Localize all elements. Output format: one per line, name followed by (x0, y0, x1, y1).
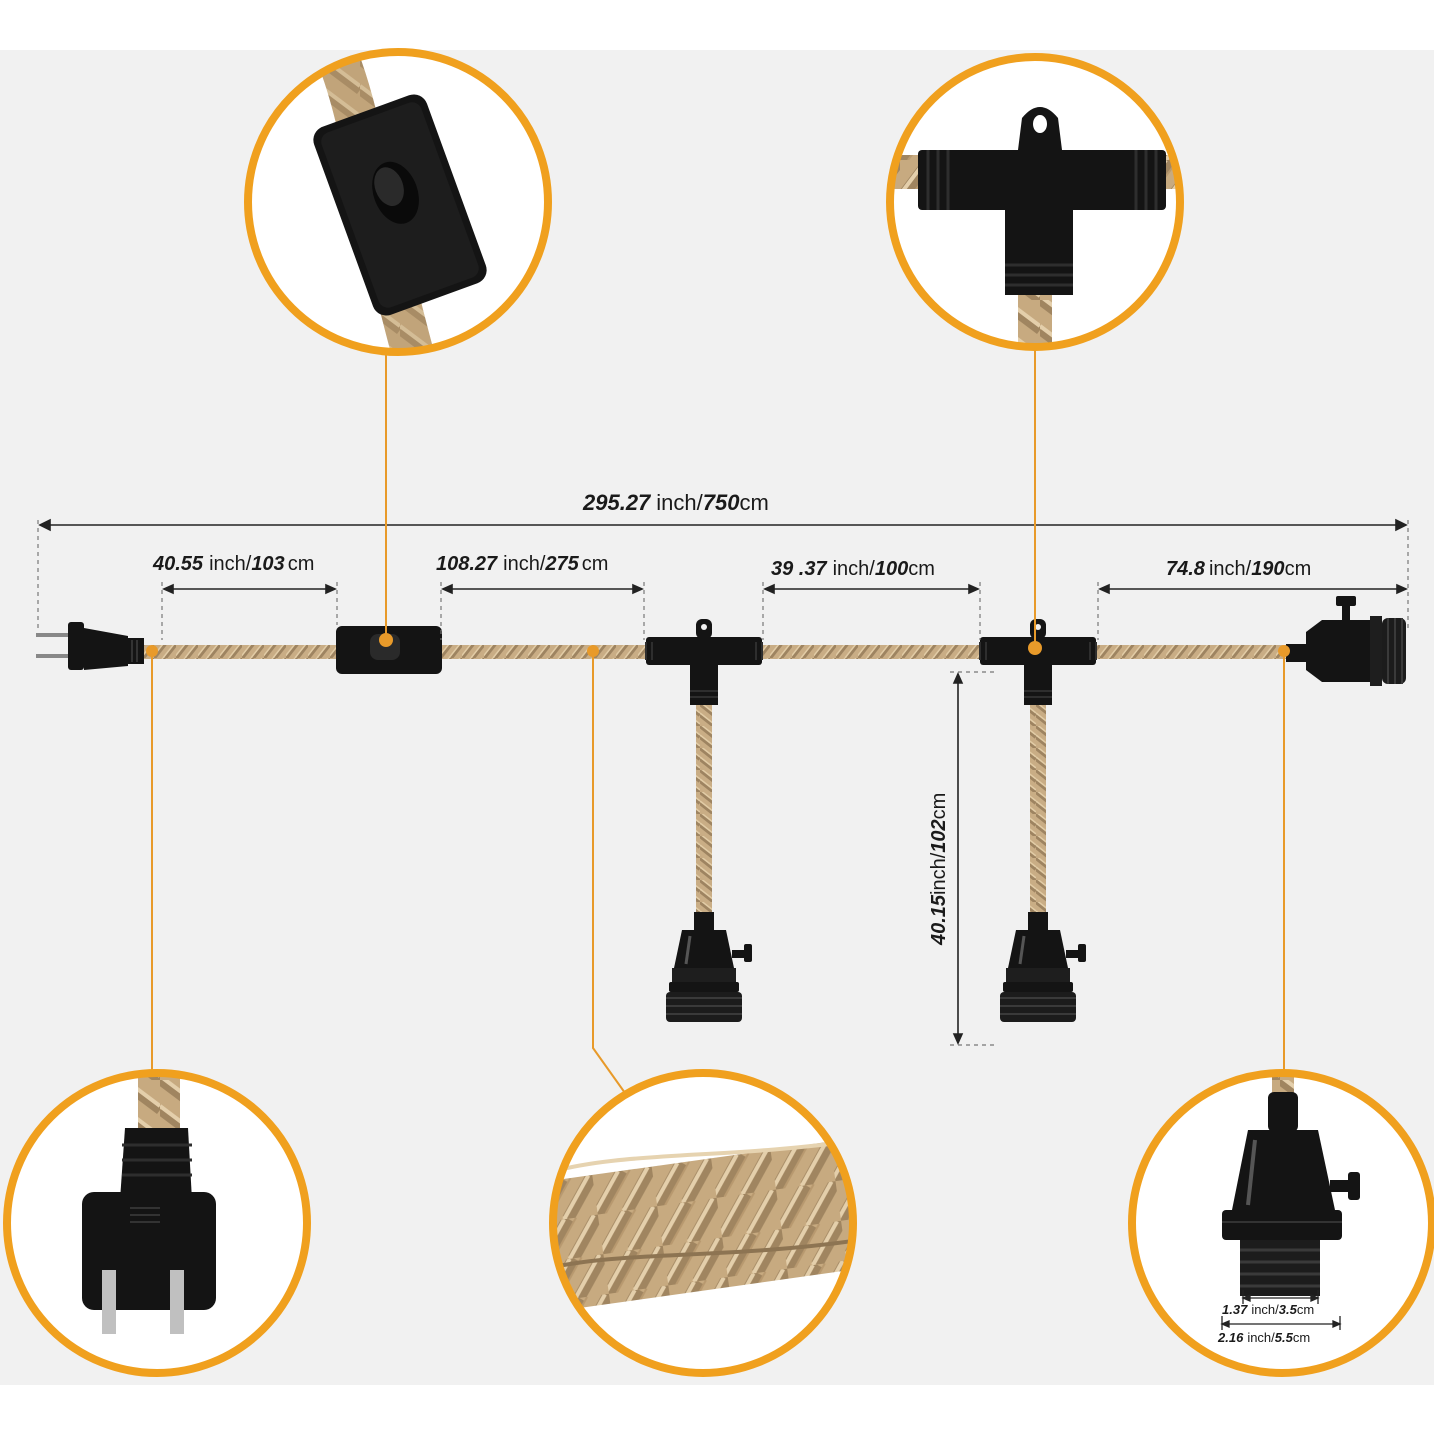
dim-socket1-socket2-value: 39 .37 (771, 558, 827, 580)
t-connector-2-icon (979, 618, 1097, 706)
dim-socket-inner-unit2: cm (1296, 1302, 1315, 1317)
dim-drop-value: 40.15 (928, 894, 950, 945)
zoom-rope (549, 1069, 857, 1377)
dim-total-value2: 750 (702, 490, 740, 515)
zoom-rope-ring (549, 1069, 857, 1377)
dim-switch-socket1-value2: 275 (545, 553, 579, 575)
drop-cord-2 (1030, 700, 1046, 912)
leader-lines (151, 347, 1285, 1101)
plug-icon (36, 622, 144, 670)
dim-socket-outer-unit1: inch/ (1247, 1330, 1275, 1345)
dim-plug-switch-value2: 103 (251, 553, 285, 575)
dim-socket2-end-value: 74.8 (1166, 558, 1205, 580)
dim-drop-unit2: cm (928, 792, 950, 820)
end-socket-icon (1286, 596, 1406, 686)
dim-socket-inner-unit1: inch/ (1251, 1302, 1279, 1317)
dim-socket2-end-unit1: inch/ (1208, 558, 1252, 580)
dim-socket-inner-value: 1.37 (1222, 1302, 1248, 1317)
dim-switch-socket1-unit1: inch/ (503, 553, 546, 575)
dim-socket1-socket2-unit2: cm (908, 558, 935, 580)
zoom-socket-ring (1128, 1069, 1434, 1377)
dim-socket1-socket2-unit1: inch/ (832, 558, 875, 580)
hanging-socket-2-icon (998, 910, 1088, 1024)
zoom-switch-ring (244, 48, 552, 356)
drop-cord-1 (696, 700, 712, 912)
dim-switch-socket1-value: 108.27 (436, 553, 498, 575)
main-cord-segment-1 (140, 645, 340, 659)
dim-total-unit2: cm (739, 490, 769, 515)
dim-total-value: 295.27 (583, 490, 651, 515)
dimension-lines (37, 518, 1409, 1046)
dim-drop-unit1: inch/ (928, 852, 950, 895)
dim-switch-socket1-unit2: cm (581, 553, 609, 575)
dim-total-unit1: inch/ (656, 490, 703, 515)
dim-socket1-socket2-value2: 100 (874, 558, 909, 580)
dim-socket-outer-value2: 5.5 (1274, 1330, 1293, 1345)
hanging-socket-1-icon (664, 910, 754, 1024)
zoom-plug (3, 1069, 311, 1377)
dim-drop-value2: 102 (928, 819, 950, 853)
zoom-switch (244, 48, 552, 356)
main-cord-segment-2 (440, 645, 650, 659)
zoom-t-connector (886, 53, 1184, 351)
dim-plug-switch-value: 40.55 (153, 553, 204, 575)
dim-socket-inner-value2: 3.5 (1278, 1302, 1297, 1317)
dim-socket2-end-unit2: cm (1284, 558, 1312, 580)
zoom-plug-ring (3, 1069, 311, 1377)
dim-socket2-end-value2: 190 (1251, 558, 1285, 580)
dim-socket-outer-unit2: cm (1292, 1330, 1311, 1345)
dim-plug-switch-unit1: inch/ (209, 553, 252, 575)
t-connector-1-icon (645, 618, 763, 706)
dim-plug-switch-unit2: cm (287, 553, 315, 575)
leader-dots (146, 633, 1290, 657)
main-cord-segment-3 (760, 645, 985, 659)
dim-socket-outer-value: 2.16 (1218, 1330, 1244, 1345)
zoom-socket (1128, 1069, 1434, 1377)
dim-drop-label: 40.15inch/102cm (928, 793, 951, 945)
zoom-t-connector-ring (886, 53, 1184, 351)
switch-icon (336, 626, 442, 674)
main-cord-segment-4 (1095, 645, 1305, 659)
